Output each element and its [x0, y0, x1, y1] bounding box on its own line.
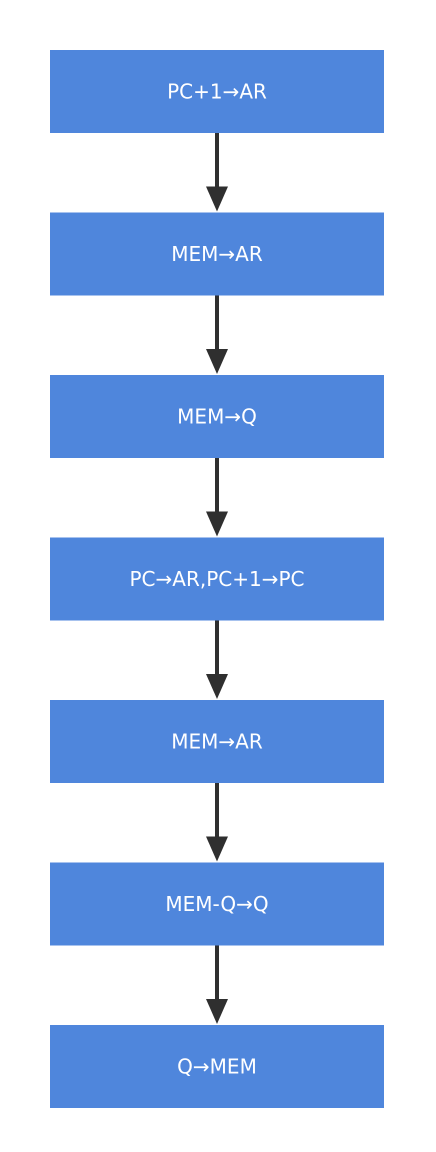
flow-node-5: MEM→AR	[50, 700, 384, 783]
flow-arrow-3	[206, 458, 228, 537]
flow-node-box	[50, 537, 384, 621]
flow-node-1: PC+1→AR	[50, 50, 384, 133]
flow-node-label: MEM→AR	[171, 730, 263, 754]
flow-arrow-2	[206, 295, 228, 374]
arrowhead-icon	[206, 674, 228, 699]
flow-arrow-5	[206, 783, 228, 862]
arrowhead-icon	[206, 999, 228, 1024]
flow-arrow-1	[206, 133, 228, 212]
flow-node-2: MEM→AR	[50, 212, 384, 296]
flow-node-label: MEM→Q	[177, 405, 257, 429]
flow-node-label: PC→AR,PC+1→PC	[129, 567, 304, 591]
flow-node-6: MEM-Q→Q	[50, 862, 384, 946]
flow-node-box	[50, 1025, 384, 1108]
flow-node-label: MEM-Q→Q	[165, 892, 268, 916]
flow-node-box	[50, 862, 384, 946]
flow-node-box	[50, 375, 384, 458]
arrowhead-icon	[206, 836, 228, 862]
flow-node-3: MEM→Q	[50, 375, 384, 458]
flow-node-7: Q→MEM	[50, 1025, 384, 1108]
arrowhead-icon	[206, 511, 228, 537]
flow-node-box	[50, 700, 384, 783]
flowchart-edges	[206, 133, 228, 1024]
flow-node-label: MEM→AR	[171, 242, 263, 266]
flow-node-box	[50, 50, 384, 133]
flow-node-label: PC+1→AR	[167, 80, 267, 104]
arrowhead-icon	[206, 349, 228, 374]
flow-node-4: PC→AR,PC+1→PC	[50, 537, 384, 621]
flow-arrow-4	[206, 620, 228, 699]
flow-node-label: Q→MEM	[177, 1055, 257, 1079]
flow-node-box	[50, 212, 384, 296]
flow-arrow-6	[206, 945, 228, 1024]
arrowhead-icon	[206, 186, 228, 212]
flowchart-nodes: PC+1→AR MEM→AR MEM→Q PC→AR,PC+1→PC MEM→AR MEM…	[50, 50, 384, 1108]
